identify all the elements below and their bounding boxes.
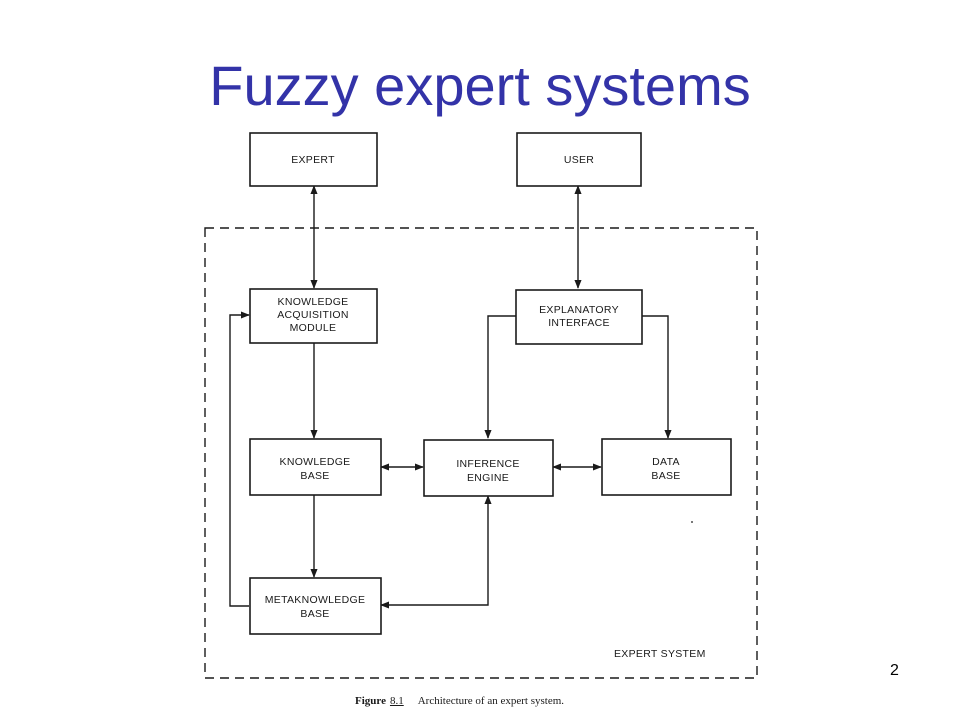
db-label-line2: BASE <box>651 470 680 482</box>
figure-caption-text: Architecture of an expert system. <box>417 695 565 707</box>
mkb-label-line2: BASE <box>300 608 329 620</box>
expl-label-line1: EXPLANATORY <box>539 304 619 316</box>
knowledge-acquisition-module-box <box>249 288 378 344</box>
expert-system-label: EXPERT SYSTEM <box>614 648 706 660</box>
kam-label-line3: MODULE <box>290 322 337 334</box>
figure-number: 8.1 <box>389 695 404 707</box>
expert-label: EXPERT <box>291 154 335 166</box>
inference-engine-box <box>423 439 554 497</box>
arrow-mkb-kam <box>229 311 250 607</box>
data-base-box <box>601 438 732 496</box>
metaknowledge-base-box <box>249 577 382 635</box>
user-label: USER <box>564 154 594 166</box>
kam-label-line1: KNOWLEDGE <box>278 296 349 308</box>
page-number: 2 <box>890 662 899 679</box>
expert-box <box>249 132 378 187</box>
arrow-expl-db <box>642 315 672 439</box>
knowledge-base-box <box>249 438 382 496</box>
figure-label: Figure <box>355 695 386 707</box>
mkb-label-line1: METAKNOWLEDGE <box>265 594 366 606</box>
expert-system-boundary <box>204 227 758 679</box>
arrow-ie-mkb <box>380 495 492 609</box>
scan-dot <box>691 521 693 523</box>
kb-label-line2: BASE <box>300 470 329 482</box>
kb-label-line1: KNOWLEDGE <box>280 456 351 468</box>
slide-title: Fuzzy expert systems <box>209 54 751 117</box>
ie-label-line2: ENGINE <box>467 472 509 484</box>
arrow-expl-ie <box>484 315 516 439</box>
explanatory-interface-box <box>515 289 643 345</box>
db-label-line1: DATA <box>652 456 680 468</box>
expl-label-line2: INTERFACE <box>548 317 610 329</box>
kam-label-line2: ACQUISITION <box>277 309 349 321</box>
user-box <box>516 132 642 187</box>
ie-label-line1: INFERENCE <box>456 458 519 470</box>
